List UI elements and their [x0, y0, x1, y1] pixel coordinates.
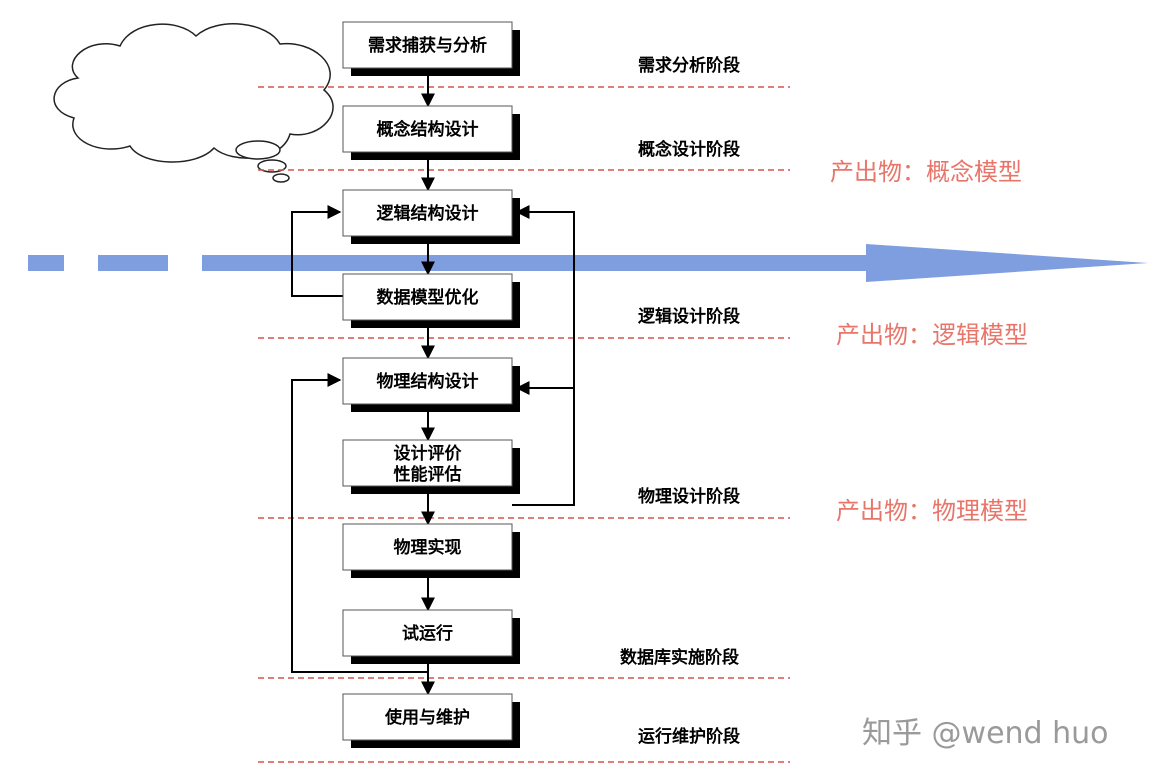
step-logical-design: 逻辑结构设计	[342, 189, 520, 244]
phase-label: 运行维护阶段	[638, 726, 740, 747]
step-conceptual-design: 概念结构设计	[342, 105, 520, 160]
step-box	[342, 189, 513, 237]
step-box	[342, 357, 513, 405]
step-model-optimization: 数据模型优化	[342, 273, 520, 328]
step-trial-run: 试运行	[342, 609, 520, 664]
step-physical-implementation: 物理实现	[342, 523, 520, 578]
step-box	[342, 609, 513, 657]
step-label: 使用与维护	[384, 707, 470, 728]
phase-label: 数据库实施阶段	[620, 647, 739, 668]
step-box	[342, 105, 513, 153]
feedback-arrow-evaluate	[512, 205, 575, 506]
step-label: 概念结构设计	[377, 119, 479, 140]
watermark: 知乎 @wend huo	[862, 716, 1109, 751]
phase-label: 物理设计阶段	[638, 486, 740, 507]
phase-label: 逻辑设计阶段	[638, 306, 740, 327]
step-physical-design: 物理结构设计	[342, 357, 520, 412]
step-label: 试运行	[402, 623, 453, 644]
step-label: 数据模型优化	[377, 287, 479, 308]
step-box	[342, 439, 513, 487]
phase-label: 概念设计阶段	[638, 139, 740, 160]
step-box	[342, 273, 513, 321]
step-label: 需求捕获与分析	[368, 35, 487, 56]
step-requirements-capture: 需求捕获与分析	[342, 21, 520, 76]
step-operation-maintenance: 使用与维护	[342, 693, 520, 748]
output-label: 产出物：概念模型	[830, 158, 1022, 186]
step-label: 逻辑结构设计	[377, 203, 479, 224]
timeline-arrow	[28, 244, 1148, 282]
feedback-arrow-optimize	[291, 205, 343, 297]
thought-cloud-icon	[53, 23, 334, 183]
step-box	[342, 21, 513, 69]
output-label: 产出物：物理模型	[836, 497, 1028, 525]
step-label: 设计评价	[394, 443, 463, 464]
step-label: 物理实现	[394, 537, 462, 558]
step-label: 性能评估	[394, 464, 462, 485]
step-box	[342, 693, 513, 741]
step-label: 物理结构设计	[377, 371, 479, 392]
output-label: 产出物：逻辑模型	[836, 321, 1028, 349]
feedback-arrow-trial	[291, 373, 428, 673]
step-box	[342, 523, 513, 571]
phase-label: 需求分析阶段	[638, 55, 740, 76]
